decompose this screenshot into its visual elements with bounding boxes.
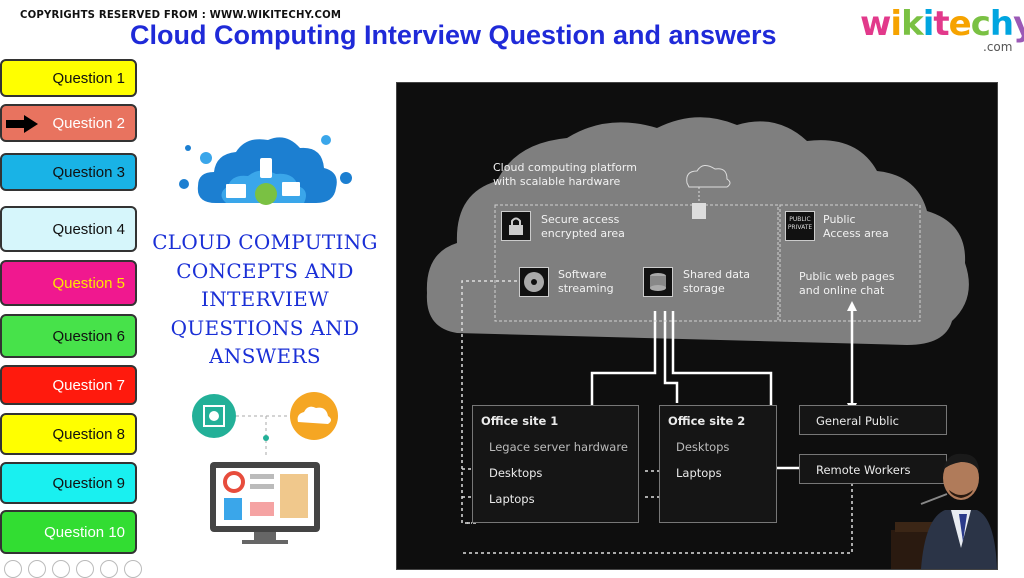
slides-icon[interactable] <box>76 560 94 578</box>
disc-icon <box>519 267 549 297</box>
question-10-button[interactable]: Question 10 <box>0 510 137 554</box>
remote-workers-box: Remote Workers <box>799 454 947 484</box>
question-3-button[interactable]: Question 3 <box>0 153 137 191</box>
more-icon[interactable] <box>124 560 142 578</box>
cloud-diagram-panel: Cloud computing platform with scalable h… <box>396 82 998 570</box>
nav-forward-icon[interactable] <box>28 560 46 578</box>
office-2-desktops: Desktops <box>676 440 730 454</box>
platform-label: Cloud computing platform with scalable h… <box>493 161 637 188</box>
footer-toolbar <box>4 560 142 578</box>
presenter-figure <box>891 453 997 569</box>
question-6-button[interactable]: Question 6 <box>0 314 137 358</box>
lock-icon <box>501 211 531 241</box>
copyright-text: COPYRIGHTS RESERVED FROM : WWW.WIKITECHY… <box>20 8 342 21</box>
database-icon <box>643 267 673 297</box>
wikitechy-logo: wikitechy <box>860 4 1024 44</box>
office-1-laptops: Laptops <box>489 492 535 506</box>
office-site-1-title: Office site 1 <box>481 414 559 428</box>
zoom-icon[interactable] <box>100 560 118 578</box>
question-2-button[interactable]: Question 2 <box>0 104 137 142</box>
public-web-label: Public web pages and online chat <box>799 270 895 297</box>
legacy-hardware-label: Legace server hardware <box>489 440 628 454</box>
office-2-laptops: Laptops <box>676 466 722 480</box>
office-site-2: Office site 2 Desktops Laptops <box>659 405 777 523</box>
cloud-network-illustration <box>179 135 352 205</box>
question-5-button[interactable]: Question 5 <box>0 260 137 306</box>
shared-storage-label: Shared data storage <box>683 268 750 295</box>
arrow-right-icon <box>6 115 38 133</box>
question-7-button[interactable]: Question 7 <box>0 365 137 405</box>
public-access-label: Public Access area <box>823 213 889 240</box>
public-private-icon: PUBLIC PRIVATE <box>785 211 815 241</box>
general-public-box: General Public <box>799 405 947 435</box>
office-1-desktops: Desktops <box>489 466 543 480</box>
office-site-1: Office site 1 Legace server hardware Des… <box>472 405 639 523</box>
question-8-button[interactable]: Question 8 <box>0 413 137 455</box>
office-site-2-title: Office site 2 <box>668 414 746 428</box>
computer-illustration <box>192 392 338 544</box>
concept-heading: CLOUD COMPUTING CONCEPTS AND INTERVIEW Q… <box>152 230 378 368</box>
brand-suffix: .com <box>983 40 1013 54</box>
pen-icon[interactable] <box>52 560 70 578</box>
question-9-button[interactable]: Question 9 <box>0 462 137 504</box>
software-streaming-label: Software streaming <box>558 268 614 295</box>
question-1-button[interactable]: Question 1 <box>0 59 137 97</box>
nav-back-icon[interactable] <box>4 560 22 578</box>
question-4-button[interactable]: Question 4 <box>0 206 137 252</box>
page-title: Cloud Computing Interview Question and a… <box>130 20 777 50</box>
secure-access-label: Secure access encrypted area <box>541 213 625 240</box>
